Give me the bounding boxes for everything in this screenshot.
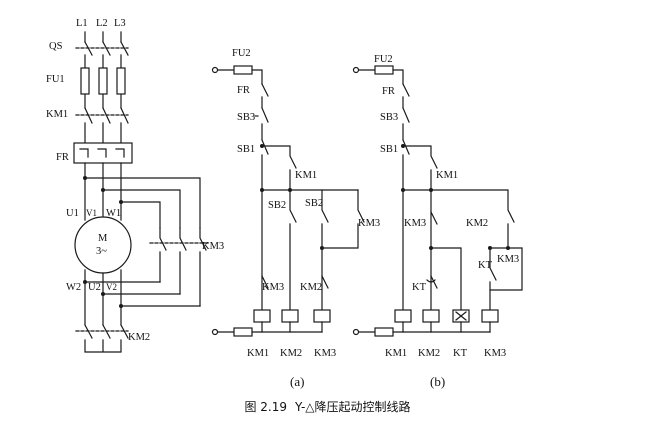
label-fr-main: FR [56,152,69,163]
label-fr-b: FR [382,86,395,97]
label-sb2-a2: SB2 [305,198,323,209]
main-circuit: L1 L2 L3 QS FU1 KM1 FR [46,18,224,353]
motor-label-3phase: 3~ [96,246,107,257]
figure-caption: 图 2.19 Y-△降压起动控制线路 [0,398,663,415]
fuse-fu2-a-bottom [233,327,253,337]
label-v1: V1 [86,208,97,218]
label-fu1: FU1 [46,74,65,85]
label-km3-main: KM3 [202,241,224,252]
coil-label-km3-b: KM3 [484,348,506,359]
label-km1-ctrl-b: KM1 [436,170,458,181]
subfigure-label-b: (b) [430,374,445,389]
label-w1: W1 [106,208,121,219]
fuse-fu1-l3 [116,67,126,95]
coil-km3-b [481,309,499,323]
label-fr-a: FR [237,85,250,96]
coil-km3-a [313,309,331,323]
fuse-fu1-l1 [80,67,90,95]
label-km1-main: KM1 [46,109,68,120]
fuse-fu2-b [374,65,394,75]
label-fu2-a: FU2 [232,48,251,59]
label-km1-ctrl-a: KM1 [295,170,317,181]
label-kt-b2: KT [478,260,493,271]
subfigure-label-a: (a) [290,374,304,389]
label-u1: U1 [66,208,79,219]
coil-km2-a [281,309,299,323]
caption-number: 图 2.19 [244,400,288,414]
fuse-fu1-l2 [98,67,108,95]
control-circuit-a: FU2 FR SB3 SB1 KM1 SB2 SB2 KM3 KM3 KM2 [211,48,380,389]
motor-symbol [74,216,132,274]
coil-km2-b [422,309,440,323]
label-qs: QS [49,41,63,52]
coil-label-kt-b: KT [453,348,468,359]
label-fu2-b: FU2 [374,54,393,65]
label-v2: V2 [106,282,117,292]
fuse-fu2-a [233,65,253,75]
label-kt-b: KT [412,282,427,293]
coil-km1-a [253,309,271,323]
motor-label-m: M [98,233,108,244]
fuse-fu2-b-bottom [374,327,394,337]
label-sb1-a: SB1 [237,144,255,155]
coil-label-km3-a: KM3 [314,348,336,359]
label-sb3-b: SB3 [380,112,398,123]
thermal-relay-fr [73,142,133,164]
phase-lines [75,31,129,144]
label-l3: L3 [114,18,126,29]
label-km3-ctrl-b2: KM3 [497,254,519,265]
caption-title: Y-△降压起动控制线路 [295,400,411,414]
label-km2-aux-a: KM2 [300,282,322,293]
coil-label-km1-b: KM1 [385,348,407,359]
coil-label-km2-a: KM2 [280,348,302,359]
label-u2: U2 [88,282,101,293]
label-sb2-a1: SB2 [268,200,286,211]
control-circuit-b: FU2 FR SB3 SB1 KM1 KM2 KM3 KT KT KM3 [352,54,523,389]
coil-label-km1-a: KM1 [247,348,269,359]
label-l1: L1 [76,18,88,29]
label-w2: W2 [66,282,81,293]
label-km2-main: KM2 [128,332,150,343]
coil-label-km2-b: KM2 [418,348,440,359]
label-km3-ctrl-b: KM3 [404,218,426,229]
coil-km1-b [394,309,412,323]
label-km2-ctrl-b: KM2 [466,218,488,229]
label-sb3-a: SB3 [237,112,255,123]
label-sb1-b: SB1 [380,144,398,155]
label-km3-ctrl-a: KM3 [358,218,380,229]
label-l2: L2 [96,18,108,29]
label-km3-aux-a: KM3 [262,282,284,293]
